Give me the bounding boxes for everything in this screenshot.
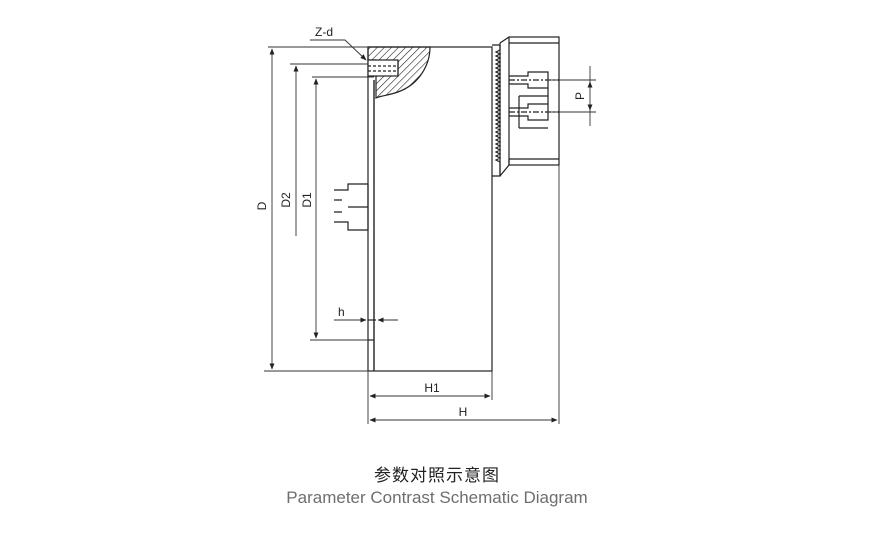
caption-title-en: Parameter Contrast Schematic Diagram xyxy=(286,488,588,507)
label-d2: D2 xyxy=(279,192,293,208)
label-h-total: H xyxy=(459,405,468,419)
label-d: D xyxy=(255,201,269,210)
label-d1: D1 xyxy=(300,192,314,208)
label-z-d: Z-d xyxy=(315,25,333,39)
jaw-block xyxy=(492,36,560,177)
label-h: h xyxy=(338,305,345,319)
dimension-lines xyxy=(264,39,596,424)
label-p: P xyxy=(573,92,587,100)
chuck-body xyxy=(334,46,493,372)
dimension-labels: Z-d D D2 D1 h H1 H P xyxy=(255,25,587,419)
label-h1: H1 xyxy=(424,381,440,395)
caption-title-zh: 参数对照示意图 xyxy=(374,466,500,486)
